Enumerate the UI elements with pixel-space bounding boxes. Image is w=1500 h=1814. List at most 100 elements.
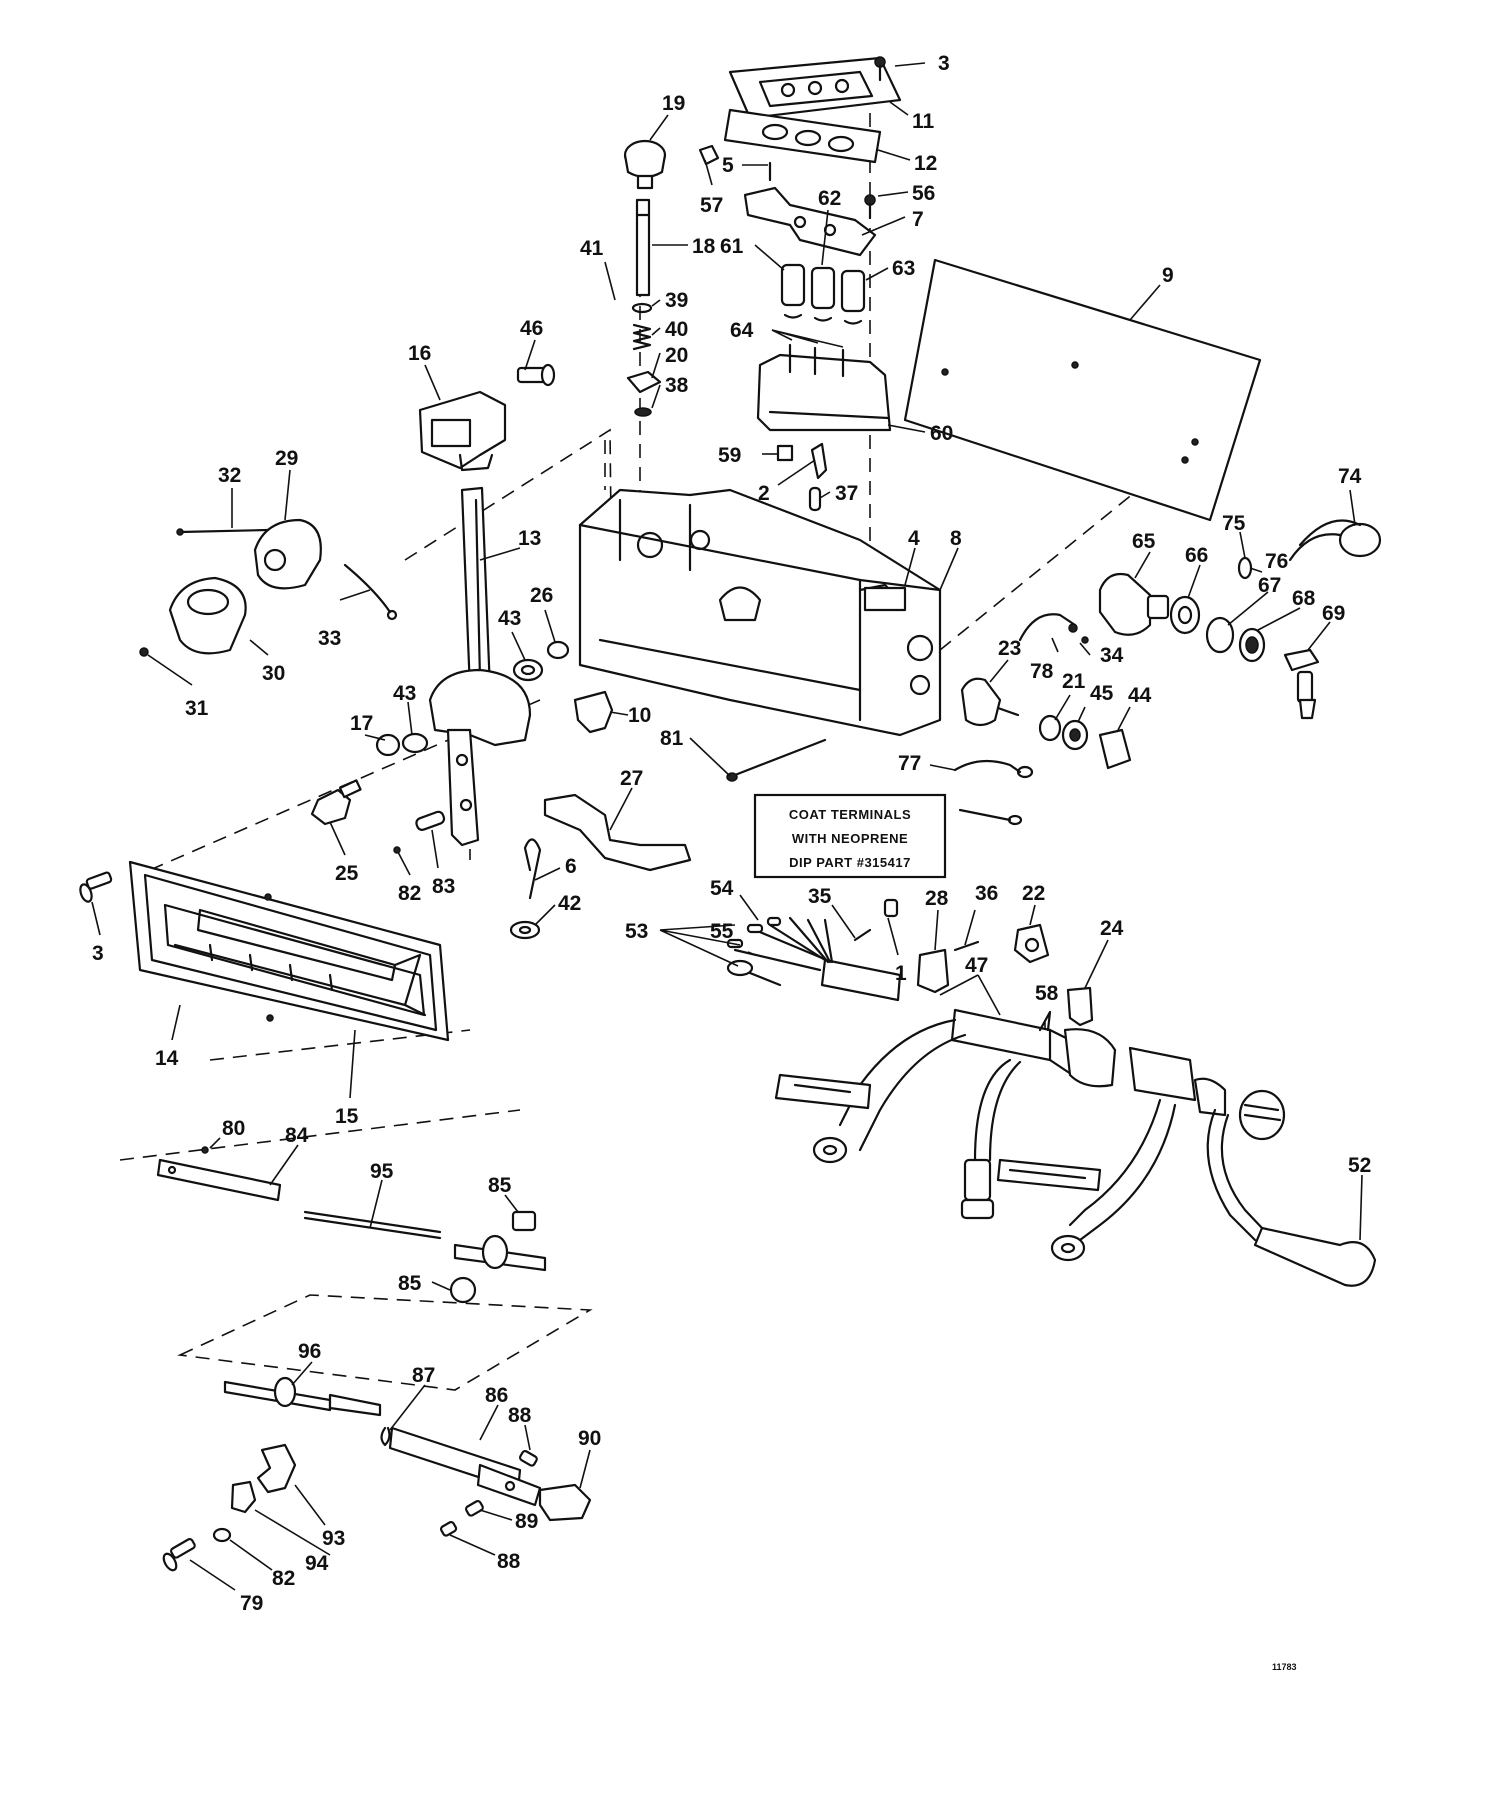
callout-26: 26 (530, 584, 553, 607)
callout-46: 46 (520, 317, 543, 340)
cable-95 (303, 1210, 442, 1240)
callout-37: 37 (835, 482, 858, 505)
wires-32-33 (139, 528, 398, 657)
pins-82-83 (393, 810, 446, 854)
callout-54: 54 (710, 877, 734, 900)
callout-28: 28 (925, 887, 949, 910)
callout-9: 9 (1162, 264, 1174, 287)
screw-56 (864, 194, 876, 220)
callout-18: 18 (692, 235, 716, 258)
key-switch-65 (1098, 572, 1170, 636)
screw-81 (726, 738, 827, 782)
clip-87 (380, 1426, 391, 1447)
callout-labels: 3 11 12 19 5 57 62 56 7 41 18 61 63 9 39… (92, 52, 1371, 1615)
switch-23 (960, 677, 1020, 727)
screw-3-top (874, 56, 886, 82)
callout-39: 39 (665, 289, 688, 312)
nuts-21-45-44 (1038, 714, 1132, 770)
callout-79: 79 (240, 1592, 263, 1615)
rod-84 (156, 1158, 282, 1202)
callout-85-lower: 85 (398, 1272, 422, 1295)
callout-5: 5 (722, 154, 734, 177)
callout-23: 23 (998, 637, 1021, 660)
knob-25 (310, 779, 362, 826)
callout-55: 55 (710, 920, 734, 943)
clip-6 (523, 838, 542, 900)
callout-43-lower: 43 (393, 682, 416, 705)
screw-79 (162, 1537, 196, 1572)
callout-69: 69 (1322, 602, 1345, 625)
strap-27 (543, 793, 692, 872)
face-plate-14 (128, 860, 450, 1042)
horn-29 (253, 518, 322, 590)
note-line-3: DIP PART #315417 (789, 855, 911, 870)
callout-32: 32 (218, 464, 241, 487)
callout-86: 86 (485, 1384, 508, 1407)
callout-15: 15 (335, 1105, 359, 1128)
horn-housing-30 (168, 576, 247, 655)
control-box-housing (578, 488, 942, 737)
callout-81: 81 (660, 727, 684, 750)
callout-77: 77 (898, 752, 921, 775)
callout-84: 84 (285, 1124, 309, 1147)
gasket-12 (723, 108, 882, 164)
callout-33: 33 (318, 627, 341, 650)
callout-17: 17 (350, 712, 373, 735)
callout-65: 65 (1132, 530, 1156, 553)
callout-89: 89 (515, 1510, 538, 1533)
washer-94-82 (212, 1480, 257, 1543)
screw-3-left (79, 871, 113, 903)
callout-61: 61 (720, 235, 744, 258)
callout-82-lower: 82 (272, 1567, 295, 1590)
push-buttons-61-62-63 (780, 263, 866, 325)
callout-34: 34 (1100, 644, 1124, 667)
panel-9 (903, 258, 1262, 522)
callout-36: 36 (975, 882, 998, 905)
callout-7: 7 (912, 208, 924, 231)
callout-67: 67 (1258, 574, 1281, 597)
shift-lever-13 (428, 486, 532, 847)
leader-lines (91, 62, 1363, 1591)
clip-93 (256, 1443, 297, 1494)
callout-82-upper: 82 (398, 882, 421, 905)
callout-78: 78 (1030, 660, 1054, 683)
callout-74: 74 (1338, 465, 1362, 488)
callout-3-left: 3 (92, 942, 104, 965)
tube-86 (388, 1426, 542, 1507)
callout-6: 6 (565, 855, 577, 878)
callout-83: 83 (432, 875, 455, 898)
callout-80: 80 (222, 1117, 245, 1140)
wire-78-34 (1018, 613, 1089, 644)
callout-12: 12 (914, 152, 937, 175)
callout-75: 75 (1222, 512, 1246, 535)
callout-53: 53 (625, 920, 648, 943)
parts-59-2-37 (776, 442, 828, 512)
callout-58: 58 (1035, 982, 1059, 1005)
bracket-90 (538, 1483, 592, 1522)
callout-10: 10 (628, 704, 651, 727)
wire-harness-47 (774, 958, 1377, 1287)
callout-63: 63 (892, 257, 915, 280)
callout-16: 16 (408, 342, 431, 365)
callout-44: 44 (1128, 684, 1152, 707)
callout-29: 29 (275, 447, 298, 470)
callout-90: 90 (578, 1427, 601, 1450)
note-line-2: WITH NEOPRENE (792, 831, 908, 846)
screws-88-89 (439, 1449, 538, 1537)
shaft-96 (223, 1376, 382, 1417)
washers-66-67-68 (1169, 595, 1266, 663)
callout-85-upper: 85 (488, 1174, 512, 1197)
callout-13: 13 (518, 527, 541, 550)
callout-66: 66 (1185, 544, 1208, 567)
callout-38: 38 (665, 374, 689, 397)
fittings-85 (449, 1210, 547, 1304)
callout-41: 41 (580, 237, 604, 260)
cover-plate-11 (728, 56, 902, 120)
lamp-74-75-76 (1237, 519, 1382, 580)
callout-21: 21 (1062, 670, 1086, 693)
callout-47: 47 (965, 954, 988, 977)
callout-19: 19 (662, 92, 685, 115)
callout-88-upper: 88 (508, 1404, 532, 1427)
callout-59: 59 (718, 444, 741, 467)
